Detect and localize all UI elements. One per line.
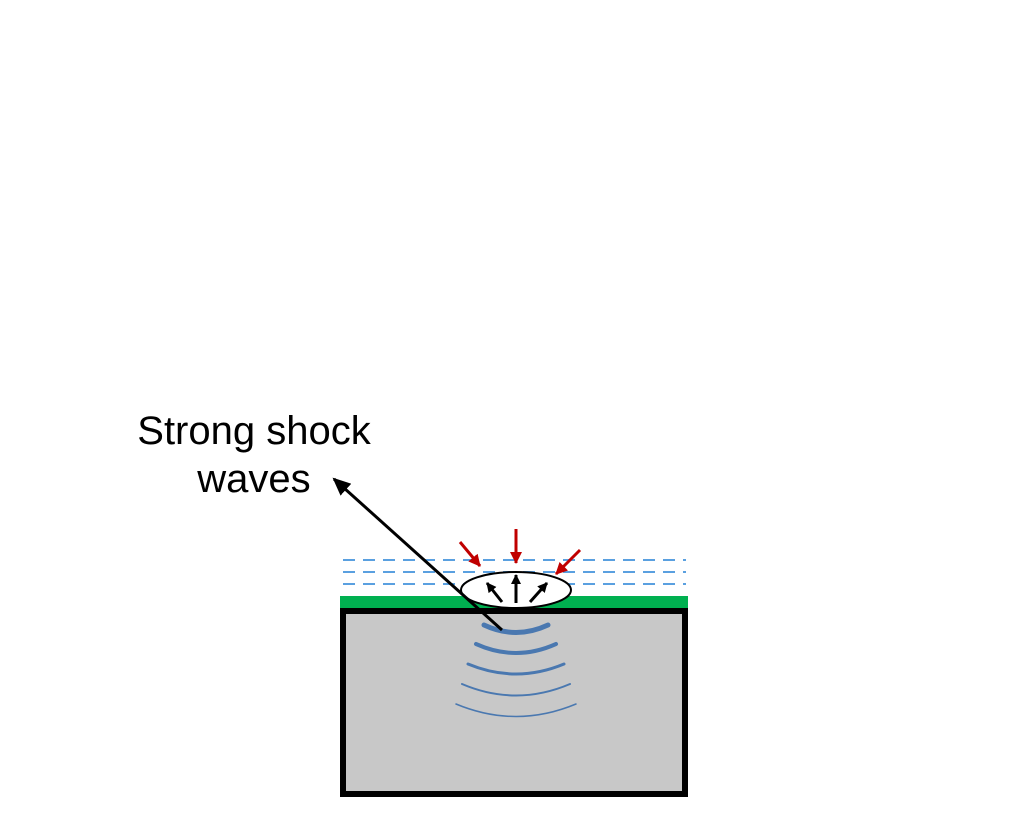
inward-arrows — [458, 529, 582, 576]
inward-arrow-right-icon — [554, 548, 582, 576]
shock-waves — [455, 622, 577, 718]
shock-wave-1 — [481, 622, 551, 635]
label-line-2: waves — [196, 457, 310, 501]
label-leader-arrow — [332, 477, 504, 632]
shock-waves-label: Strong shock waves — [137, 409, 371, 501]
bubble-arrows — [485, 574, 549, 604]
shock-wave-5 — [455, 703, 577, 718]
substrate-block — [340, 608, 688, 797]
label-line-1: Strong shock — [137, 409, 371, 453]
shock-wave-4 — [461, 683, 571, 697]
shock-wave-2 — [474, 642, 558, 655]
inward-arrow-left-icon — [458, 541, 482, 567]
shock-wave-3 — [466, 662, 566, 676]
bubble-arrow-left-icon — [485, 582, 504, 603]
bubble-arrow-right-icon — [528, 581, 549, 604]
